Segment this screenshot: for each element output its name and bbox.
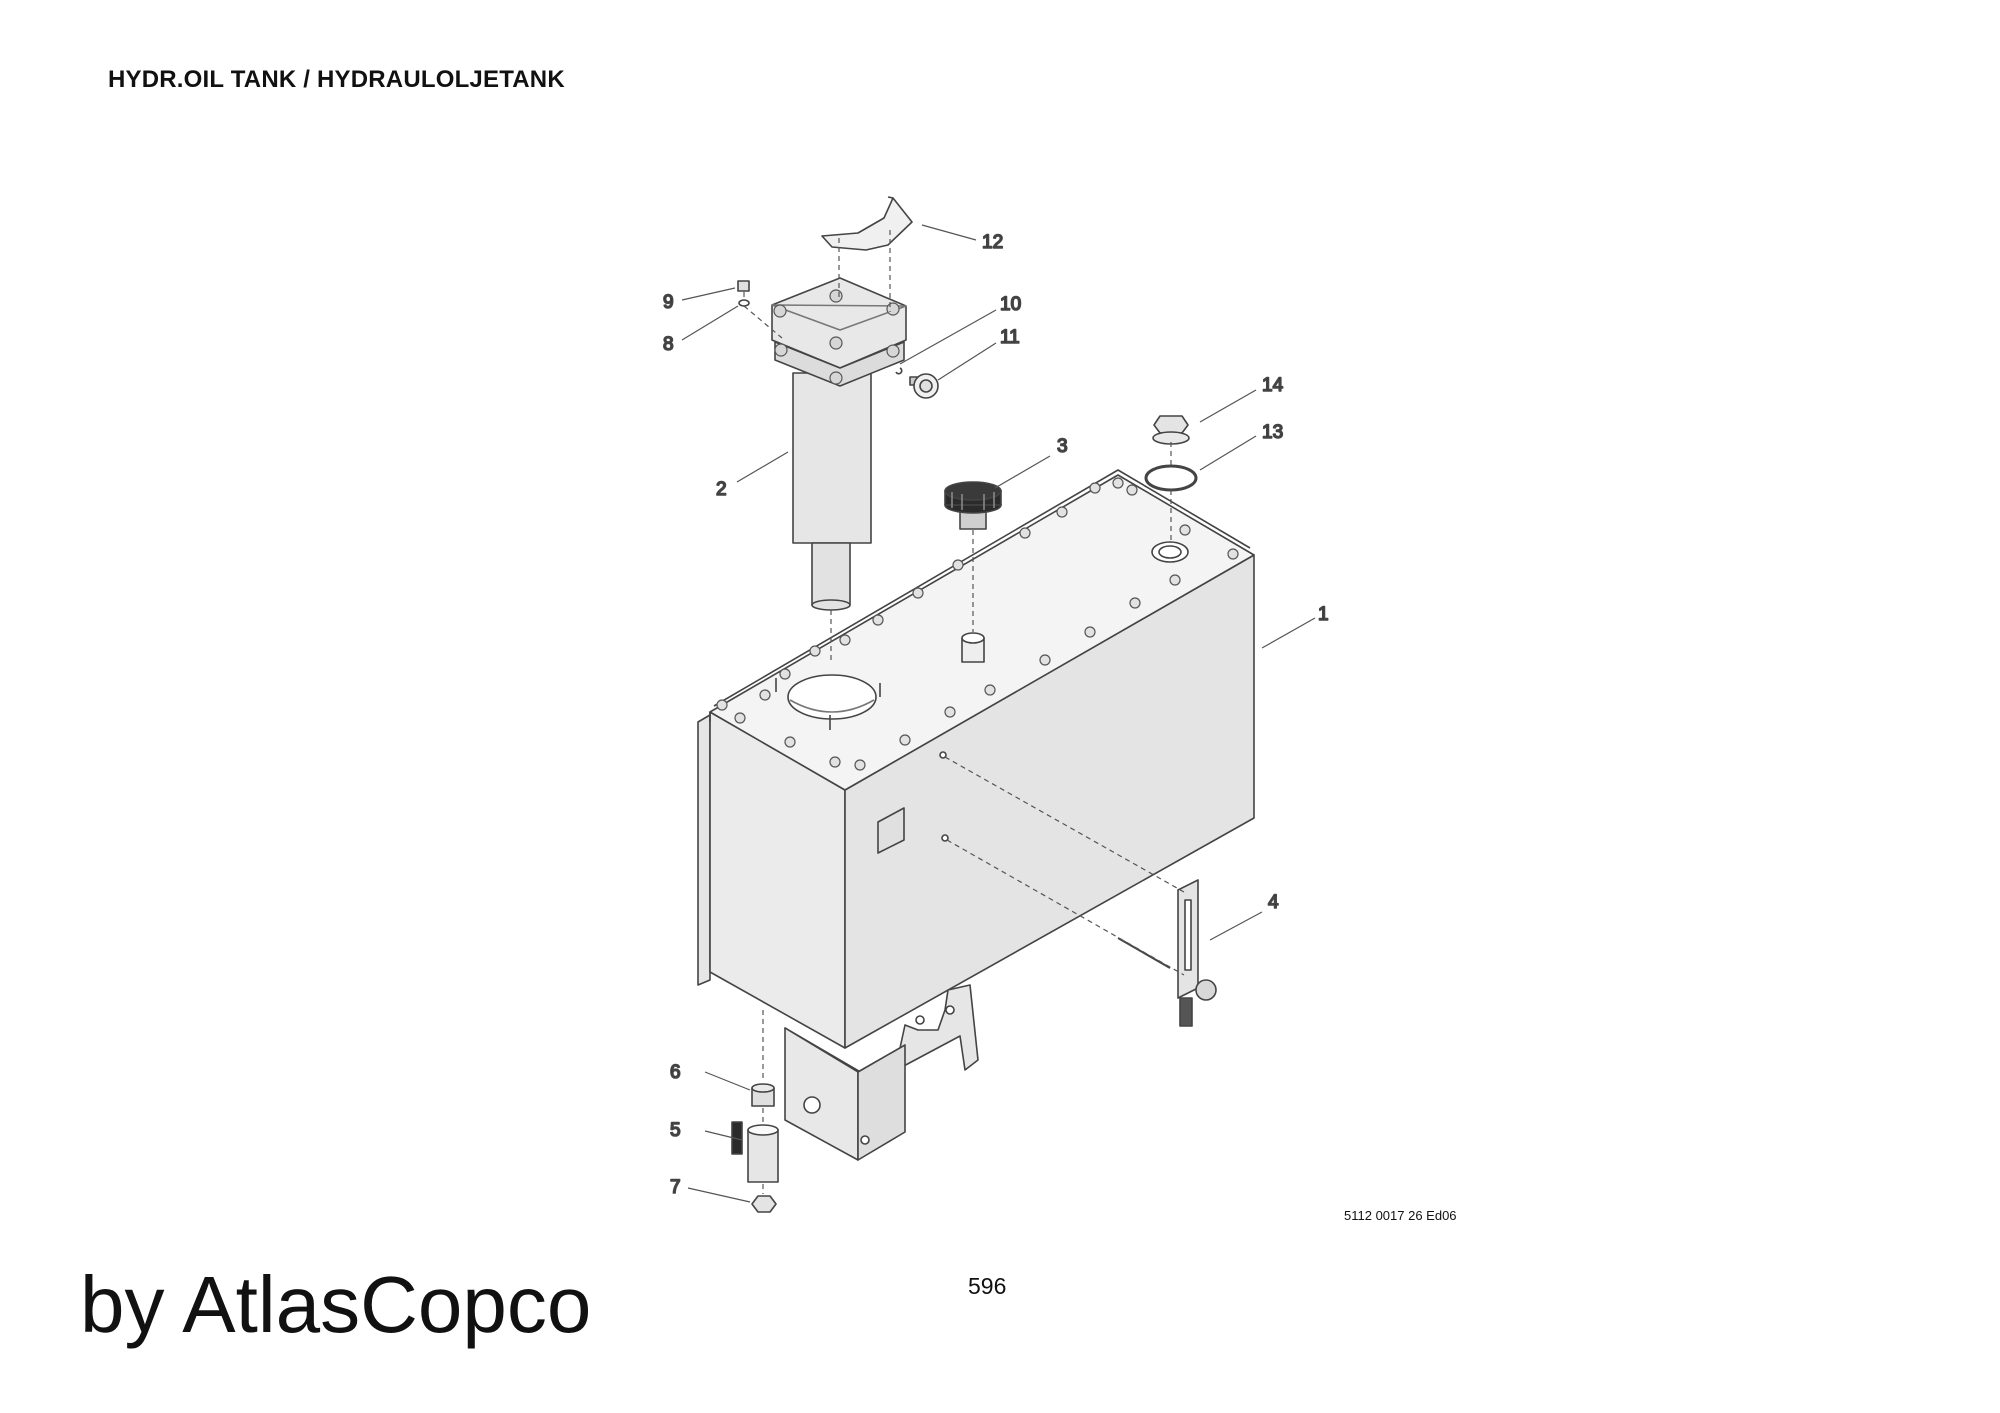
callout-1: 1 (1318, 604, 1329, 625)
watermark: by AtlasCopco (80, 1260, 592, 1349)
page-title: HYDR.OIL TANK / HYDRAULOLJETANK (108, 66, 565, 93)
callout-12: 12 (982, 232, 1003, 253)
drain-plug (751, 1195, 777, 1213)
return-filter (771, 277, 907, 611)
nut (737, 280, 750, 292)
callout-9: 9 (663, 292, 674, 313)
callout-2: 2 (716, 479, 727, 500)
o-ring (895, 367, 903, 375)
callout-14: 14 (1262, 375, 1284, 396)
filler-plug (1152, 415, 1190, 445)
callout-5: 5 (670, 1120, 681, 1141)
filter-bracket (821, 196, 913, 251)
callout-10: 10 (1000, 294, 1021, 315)
nipple-fitting (751, 1083, 775, 1107)
drawing-code: 5112 0017 26 Ed06 (1344, 1208, 1457, 1223)
callout-6: 6 (670, 1062, 681, 1083)
callout-7: 7 (670, 1177, 681, 1198)
seal-ring (1144, 464, 1198, 492)
level-gauge (1117, 879, 1217, 1027)
assembly-lines (743, 230, 1185, 1194)
callout-3: 3 (1057, 436, 1068, 457)
washer (738, 299, 750, 307)
callout-8: 8 (663, 334, 674, 355)
ball-valve (731, 1121, 779, 1183)
callout-4: 4 (1268, 892, 1279, 913)
page-number: 596 (968, 1273, 1007, 1299)
leader-lines (681, 224, 1316, 1203)
pressure-indicator (909, 373, 939, 399)
breather-cap (944, 481, 1002, 530)
hydraulic-oil-tank (697, 469, 1255, 1161)
callout-11: 11 (1000, 327, 1020, 348)
callout-13: 13 (1262, 422, 1283, 443)
